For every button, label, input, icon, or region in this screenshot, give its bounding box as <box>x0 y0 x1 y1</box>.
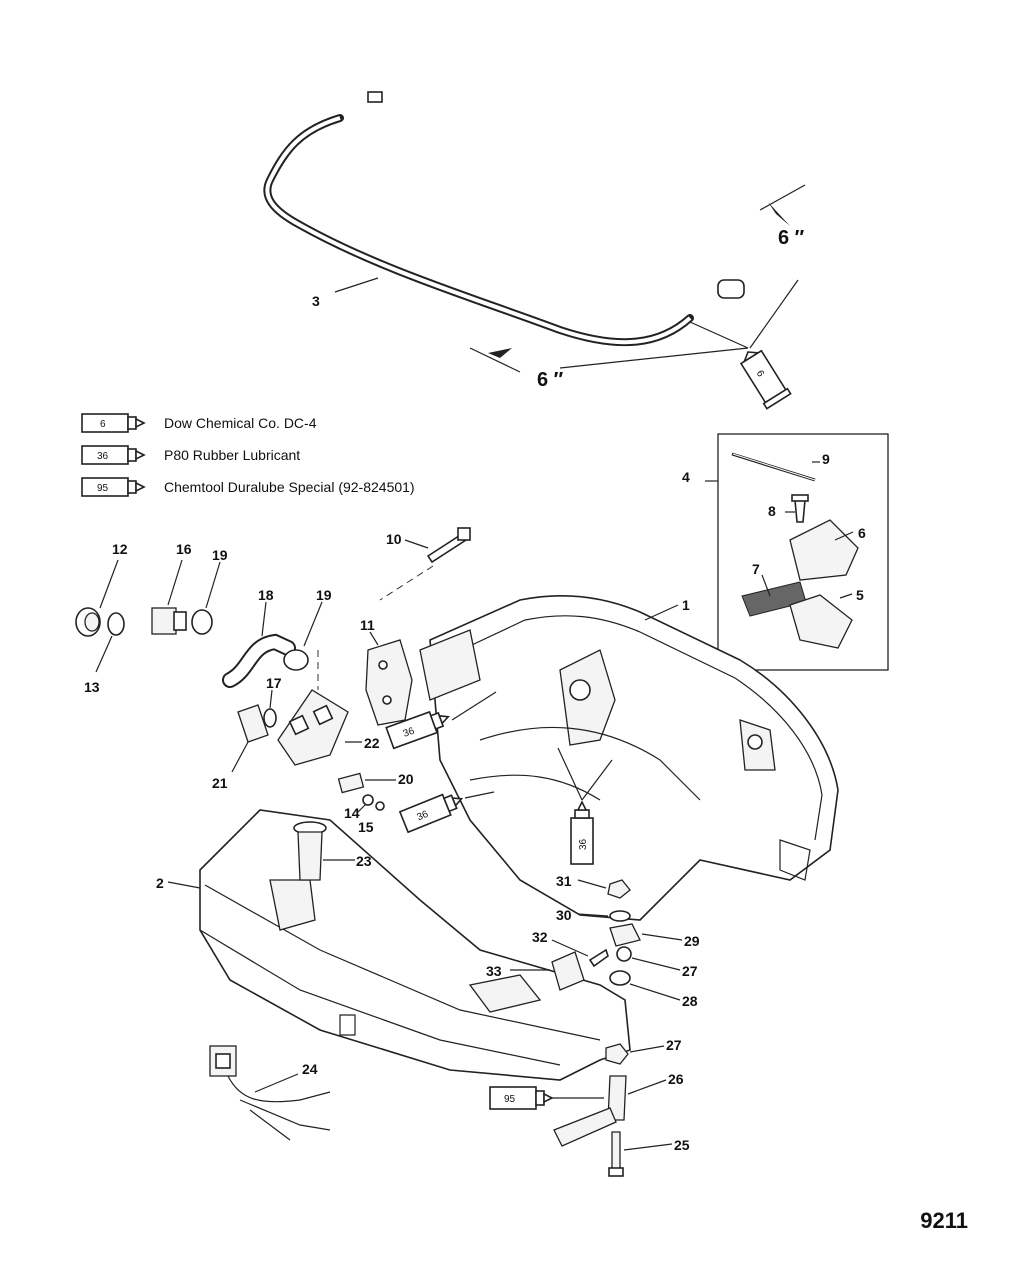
arrow-up-icon <box>768 202 790 226</box>
callout-30: 30 <box>556 907 572 923</box>
callout-13: 13 <box>84 679 100 695</box>
plate-22 <box>277 689 362 766</box>
sleeve-23 <box>293 821 355 881</box>
svg-text:95: 95 <box>97 483 109 494</box>
pin-25 <box>608 1131 673 1177</box>
callout-22: 22 <box>364 735 380 751</box>
callout-16: 16 <box>176 541 192 557</box>
nut-14 <box>357 794 385 813</box>
callout-26: 26 <box>668 1071 684 1087</box>
callout-15: 15 <box>358 819 374 835</box>
callout-24: 24 <box>302 1061 318 1077</box>
callout-21: 21 <box>212 775 228 791</box>
legend-text: Dow Chemical Co. DC-4 <box>164 415 317 431</box>
legend-text: Chemtool Duralube Special (92-824501) <box>164 479 415 495</box>
arrow-left-icon <box>488 348 512 358</box>
callout-32: 32 <box>532 929 548 945</box>
inset-detail-box <box>705 433 889 671</box>
callout-8: 8 <box>768 503 776 519</box>
bracket-11 <box>365 631 413 726</box>
grommet-12 <box>75 559 119 637</box>
lube-tube-icon: 36 <box>570 800 594 865</box>
callout-6: 6 <box>858 525 866 541</box>
callout-1: 1 <box>682 597 690 613</box>
sealant-tube-icon: 6 <box>739 349 792 410</box>
bolt-10 <box>379 527 471 601</box>
fitting-20 <box>337 772 396 794</box>
clip-lower <box>789 594 853 649</box>
svg-text:36: 36 <box>578 838 589 850</box>
callout-20: 20 <box>398 771 414 787</box>
lower-cowl-rear <box>419 594 839 921</box>
clip-upper <box>789 519 859 581</box>
callout-28: 28 <box>682 993 698 1009</box>
seal-end-block <box>717 279 745 299</box>
legend-text: P80 Rubber Lubricant <box>164 447 300 463</box>
dimension-label-top: 6 ″ <box>778 227 805 249</box>
callout-12: 12 <box>112 541 128 557</box>
washer-30 <box>577 910 631 922</box>
callout-2: 2 <box>156 875 164 891</box>
cowl-seal <box>263 56 781 347</box>
callout-27-b: 27 <box>666 1037 682 1053</box>
callout-25: 25 <box>674 1137 690 1153</box>
legend-row-95: 95 Chemtool Duralube Special (92-824501) <box>81 477 415 497</box>
clip-29 <box>609 923 683 947</box>
lube-tube-icon: 36 <box>398 793 464 834</box>
screw-icon <box>794 499 806 523</box>
callout-7: 7 <box>752 561 760 577</box>
nut-27-lower <box>605 1043 665 1065</box>
callout-18: 18 <box>258 587 274 603</box>
nut-13 <box>95 612 125 673</box>
nut-31 <box>577 879 631 899</box>
latch-33 <box>510 951 585 991</box>
callout-3: 3 <box>312 293 320 309</box>
svg-text:36: 36 <box>97 451 109 462</box>
svg-text:6: 6 <box>100 419 106 430</box>
grommet-21 <box>231 689 277 773</box>
legend-row-6: 6 Dow Chemical Co. DC-4 <box>81 413 317 433</box>
handle-26 <box>553 1075 667 1147</box>
switch-harness-24 <box>209 1045 331 1141</box>
seal-end-cap <box>367 91 383 103</box>
dimension-label-bottom: 6 ″ <box>537 369 564 391</box>
screw-32 <box>551 939 609 968</box>
legend-row-36: 36 P80 Rubber Lubricant <box>81 445 300 465</box>
callout-27: 27 <box>682 963 698 979</box>
callout-17: 17 <box>266 675 282 691</box>
nut-27-upper <box>616 946 681 971</box>
callout-4: 4 <box>682 469 690 485</box>
callout-33: 33 <box>486 963 502 979</box>
clamp-19-upper <box>191 561 221 635</box>
callout-19-b: 19 <box>316 587 332 603</box>
washer-28 <box>609 970 681 1001</box>
callout-9: 9 <box>822 451 830 467</box>
fitting-16 <box>151 559 187 635</box>
dimension-arrows <box>469 184 806 373</box>
svg-text:36: 36 <box>415 809 430 824</box>
callout-10: 10 <box>386 531 402 547</box>
lube-tube-icon: 36 <box>385 710 450 750</box>
callout-11: 11 <box>360 617 375 633</box>
svg-text:95: 95 <box>504 1094 516 1105</box>
callout-29: 29 <box>684 933 700 949</box>
clamp-19-lower <box>283 601 323 690</box>
callout-23: 23 <box>356 853 372 869</box>
svg-text:6: 6 <box>754 369 767 380</box>
callout-19: 19 <box>212 547 228 563</box>
callout-14: 14 <box>344 805 360 821</box>
callout-5: 5 <box>856 587 864 603</box>
callout-31: 31 <box>556 873 572 889</box>
grease-tube-icon: 95 <box>489 1086 554 1110</box>
hose-18 <box>222 601 296 688</box>
figure-number: 9211 <box>920 1208 968 1233</box>
svg-text:36: 36 <box>402 725 417 739</box>
lubricant-legend: 6 Dow Chemical Co. DC-4 36 P80 Rubber Lu… <box>81 413 415 497</box>
